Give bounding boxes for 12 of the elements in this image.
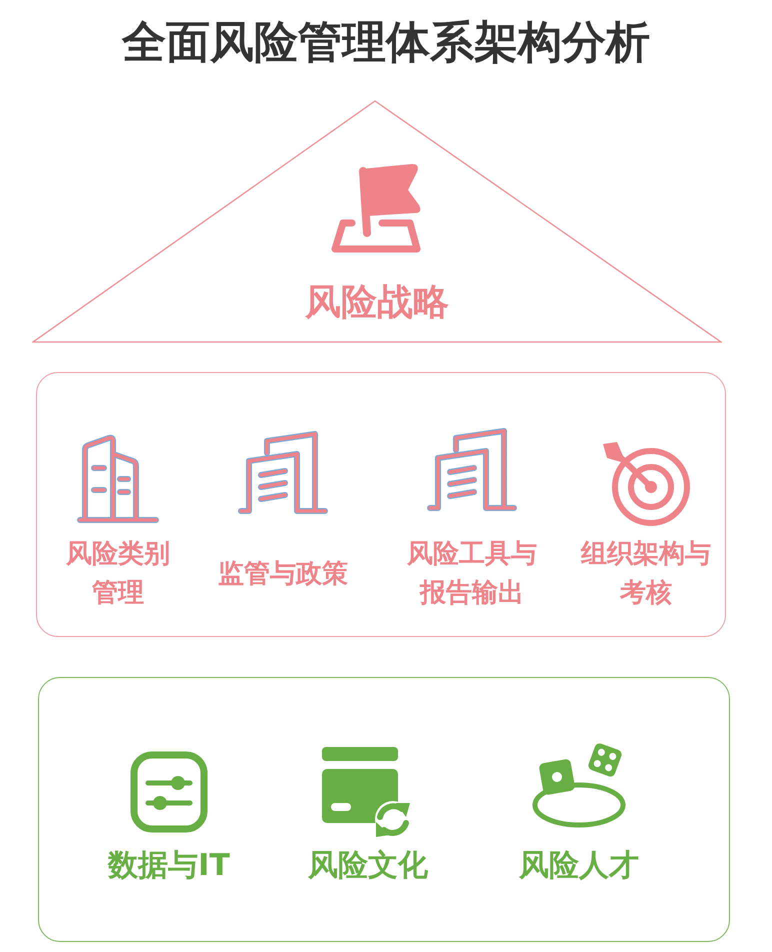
rounded-panel [36, 372, 726, 637]
page-title: 全面风险管理体系架构分析 [122, 16, 650, 70]
pillar-label: 风险人才 [519, 846, 639, 884]
pillar-label: 数据与IT [108, 846, 230, 884]
pillar-label: 风险类别管理 [64, 538, 171, 610]
pillar-label: 监管与政策 [218, 558, 348, 590]
pillar-label: 风险工具与报告输出 [406, 538, 538, 610]
rounded-panel [38, 677, 730, 942]
roof-label: 风险战略 [305, 281, 449, 325]
roof-triangle [32, 100, 722, 344]
pillar-label: 组织架构与考核 [580, 538, 712, 610]
pillar-label: 风险文化 [308, 846, 428, 884]
